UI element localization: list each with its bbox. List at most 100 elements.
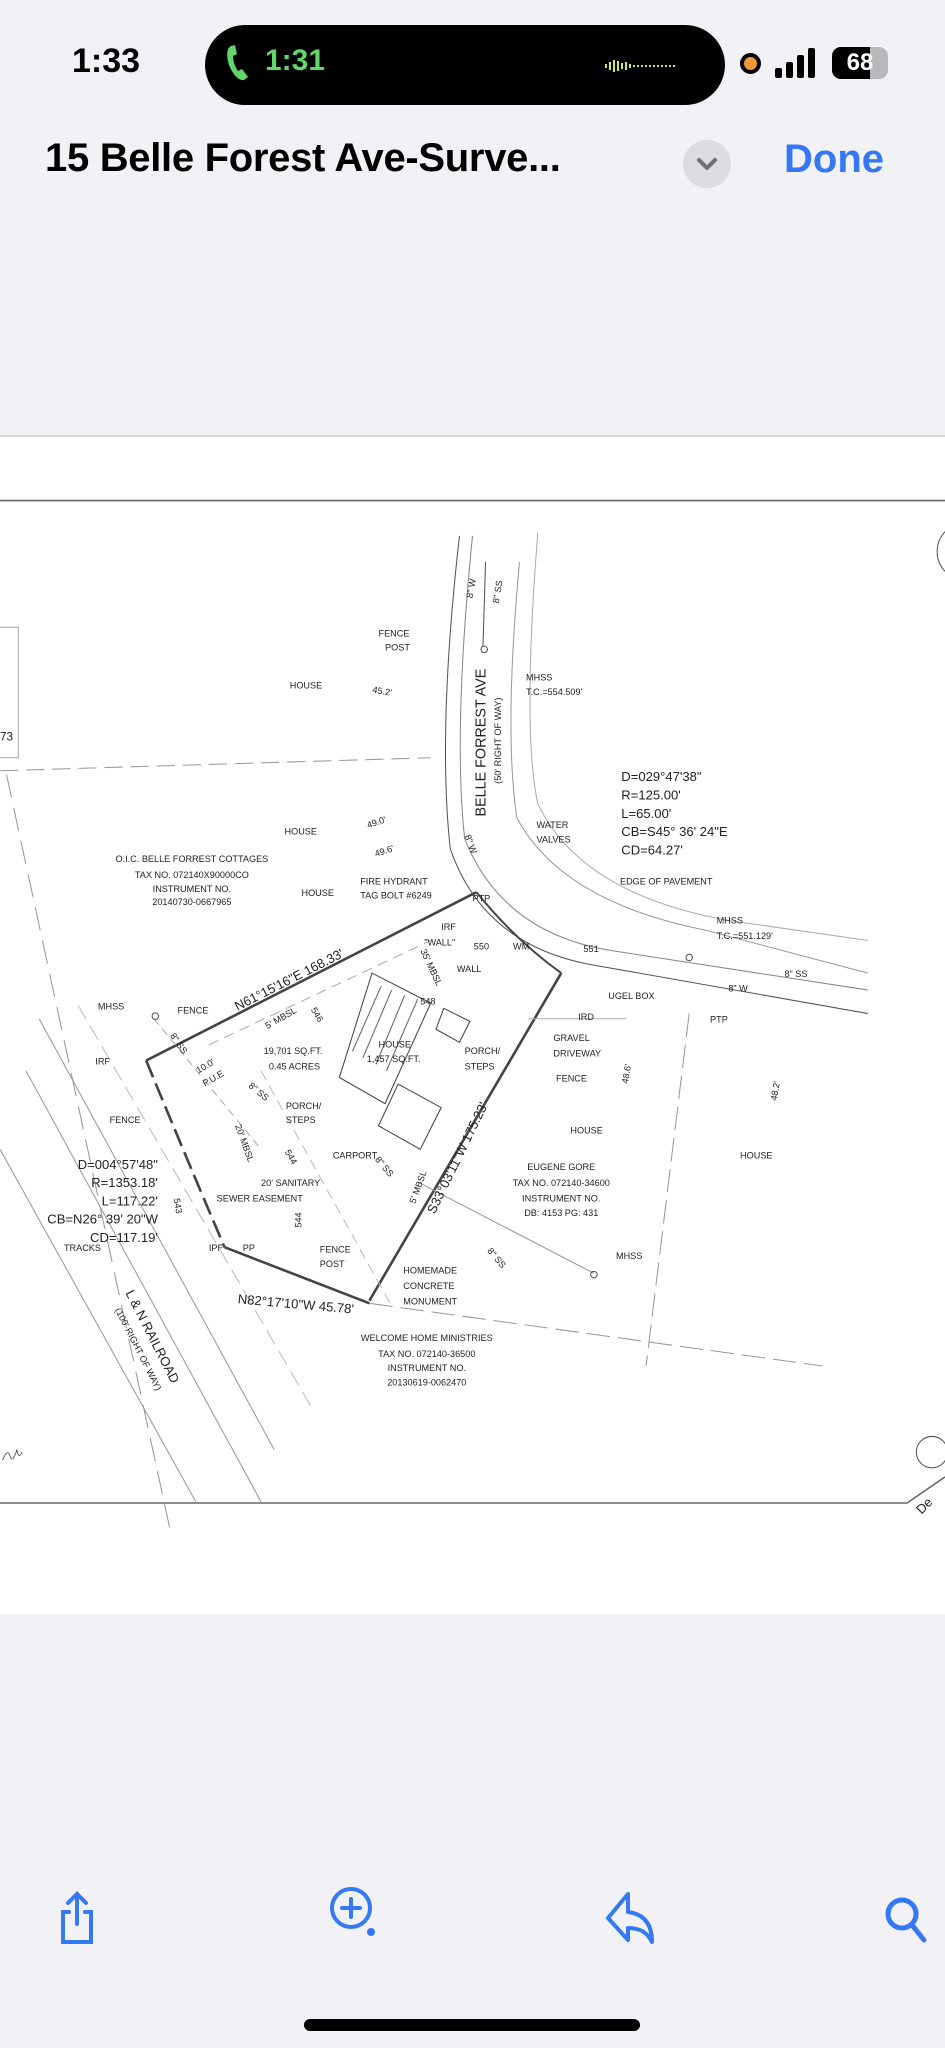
label: 543 xyxy=(172,1198,184,1215)
cellular-signal-icon xyxy=(775,48,815,78)
bearing-south: N82°17'10"W 45.78' xyxy=(237,1291,354,1316)
owner-label: TAX NO. 072140-34600 xyxy=(513,1178,610,1188)
bearing-north: N61°15'16"E 168.33' xyxy=(232,946,346,1014)
home-indicator[interactable] xyxy=(304,2019,640,2031)
label: PTP xyxy=(473,893,491,903)
label: SEWER EASEMENT xyxy=(217,1194,304,1204)
label: HOUSE xyxy=(570,1126,602,1136)
label: 548 xyxy=(420,996,435,1006)
document-title[interactable]: 15 Belle Forest Ave-Surve... xyxy=(45,136,561,180)
label: 8" SS xyxy=(485,1246,507,1270)
bearing-east: S33°03'11"W 175.23' xyxy=(424,1100,491,1216)
north-arrow-circle xyxy=(936,531,945,572)
label: WALL xyxy=(457,964,482,974)
markup-zoom-icon[interactable] xyxy=(323,1880,383,1940)
label: FENCE xyxy=(320,1244,351,1254)
label: IRF xyxy=(441,922,456,932)
owner-label: DB: 4153 PG: 431 xyxy=(524,1208,598,1218)
label: 19,701 SQ.FT. xyxy=(264,1046,323,1056)
label: FENCE xyxy=(178,1006,209,1016)
road-row-west xyxy=(444,535,869,1015)
label: (50' RIGHT OF WAY) xyxy=(493,698,503,784)
curve-data: CB=S45° 36' 24"E xyxy=(621,824,728,839)
label: STEPS xyxy=(286,1115,316,1125)
label: MHSS xyxy=(616,1251,642,1261)
owner-label: INSTRUMENT NO. xyxy=(153,884,231,894)
label: 546 xyxy=(309,1006,325,1024)
road-row-east xyxy=(529,533,869,941)
label: 8" W xyxy=(465,578,478,599)
carport-outline xyxy=(377,1083,442,1151)
label: 49.0' xyxy=(366,814,388,830)
label: 8" W xyxy=(728,983,748,993)
search-icon[interactable] xyxy=(876,1890,936,1950)
battery-icon: 68 xyxy=(832,47,888,79)
owner-label: INSTRUMENT NO. xyxy=(388,1363,466,1373)
label: PORCH/ xyxy=(465,1046,501,1056)
label: 8" W xyxy=(463,833,479,855)
edge-of-pavement xyxy=(510,561,869,974)
signature-mark xyxy=(2,1449,23,1461)
done-button[interactable]: Done xyxy=(784,137,884,181)
drawing-linework xyxy=(0,499,945,1528)
owner-label: TAX NO. 072140X90000CO xyxy=(135,870,249,880)
street-name: BELLE FORREST AVE xyxy=(474,669,490,817)
label: MHSS xyxy=(717,915,743,925)
curve-data: R=1353.18' xyxy=(91,1175,158,1190)
label: HOUSE xyxy=(302,888,334,898)
label: 544 xyxy=(294,1212,304,1227)
status-time: 1:33 xyxy=(72,42,141,80)
owner-label: WELCOME HOME MINISTRIES xyxy=(361,1333,493,1343)
label: PTP xyxy=(710,1015,728,1025)
audio-waveform-icon xyxy=(605,60,675,72)
label: IRF xyxy=(95,1056,110,1066)
label: CARPORT xyxy=(333,1150,378,1160)
label: MHSS xyxy=(526,673,552,683)
label: 551 xyxy=(583,944,598,954)
label: T.C.=554.509' xyxy=(526,687,583,697)
curve-data: CD=64.27' xyxy=(621,842,683,857)
document-page[interactable] xyxy=(0,435,945,1614)
privacy-indicator-dot xyxy=(740,53,761,74)
share-icon[interactable] xyxy=(47,1888,107,1948)
curve-data: CD=117.19' xyxy=(90,1230,158,1245)
label: 20' SANITARY xyxy=(261,1178,320,1188)
title-menu-button[interactable] xyxy=(683,140,731,188)
label: HOUSE xyxy=(379,1039,411,1049)
label: DRIVEWAY xyxy=(553,1049,601,1059)
label: 8" SS xyxy=(247,1081,271,1103)
label: "WALL" xyxy=(424,938,455,948)
label: PORCH/ xyxy=(286,1101,322,1111)
label: 8" SS xyxy=(168,1031,189,1056)
boundary-south xyxy=(224,1245,370,1305)
curve-data: L=117.22' xyxy=(102,1193,158,1208)
house-outline xyxy=(338,972,432,1105)
owner-label: O.I.C. BELLE FORREST COTTAGES xyxy=(115,854,268,864)
curve-data: R=125.00' xyxy=(621,787,680,802)
curve-data: D=029°47'38" xyxy=(621,769,702,784)
label: WATER xyxy=(536,820,568,830)
label: 35' MBSL xyxy=(418,948,444,988)
label: STEPS xyxy=(465,1062,495,1072)
label: HOUSE xyxy=(285,827,317,837)
owner-label: 20130619-0062470 xyxy=(387,1378,466,1388)
label: PP xyxy=(243,1243,255,1253)
boundary-east xyxy=(368,972,563,1302)
label: UGEL BOX xyxy=(608,991,654,1001)
dynamic-island-call[interactable]: 1:31 xyxy=(205,25,725,105)
label: WM xyxy=(513,942,529,952)
label: FIRE HYDRANT xyxy=(360,876,428,886)
reply-icon[interactable] xyxy=(600,1888,660,1948)
owner-label: 20140730-0667965 xyxy=(152,897,231,907)
frame-bottom-line xyxy=(0,1476,945,1504)
sewer-line xyxy=(482,561,487,647)
owner-label: EUGENE GORE xyxy=(527,1162,595,1172)
battery-fill xyxy=(832,47,871,79)
label: De xyxy=(913,1494,935,1516)
label: 5' MBSL xyxy=(408,1169,429,1205)
title-block-box xyxy=(0,626,19,759)
label: FENCE xyxy=(110,1115,141,1125)
label: 73 xyxy=(0,731,14,744)
chevron-down-icon xyxy=(697,158,717,170)
